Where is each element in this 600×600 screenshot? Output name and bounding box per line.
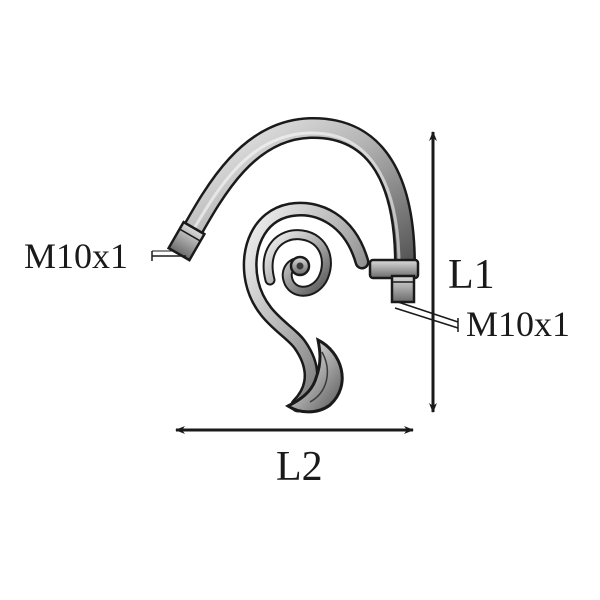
left-threaded-end bbox=[166, 220, 207, 262]
right-thread-leader bbox=[394, 301, 459, 332]
right-threaded-end bbox=[368, 258, 420, 304]
left-thread-label: M10x1 bbox=[24, 236, 129, 276]
arched-hook-bar bbox=[178, 116, 416, 266]
height-dimension-label: L1 bbox=[448, 252, 495, 298]
left-thread-leader bbox=[151, 250, 186, 261]
right-thread-label: M10x1 bbox=[466, 304, 571, 344]
spiral-scroll bbox=[242, 201, 370, 414]
width-dimension-label: L2 bbox=[276, 444, 323, 490]
